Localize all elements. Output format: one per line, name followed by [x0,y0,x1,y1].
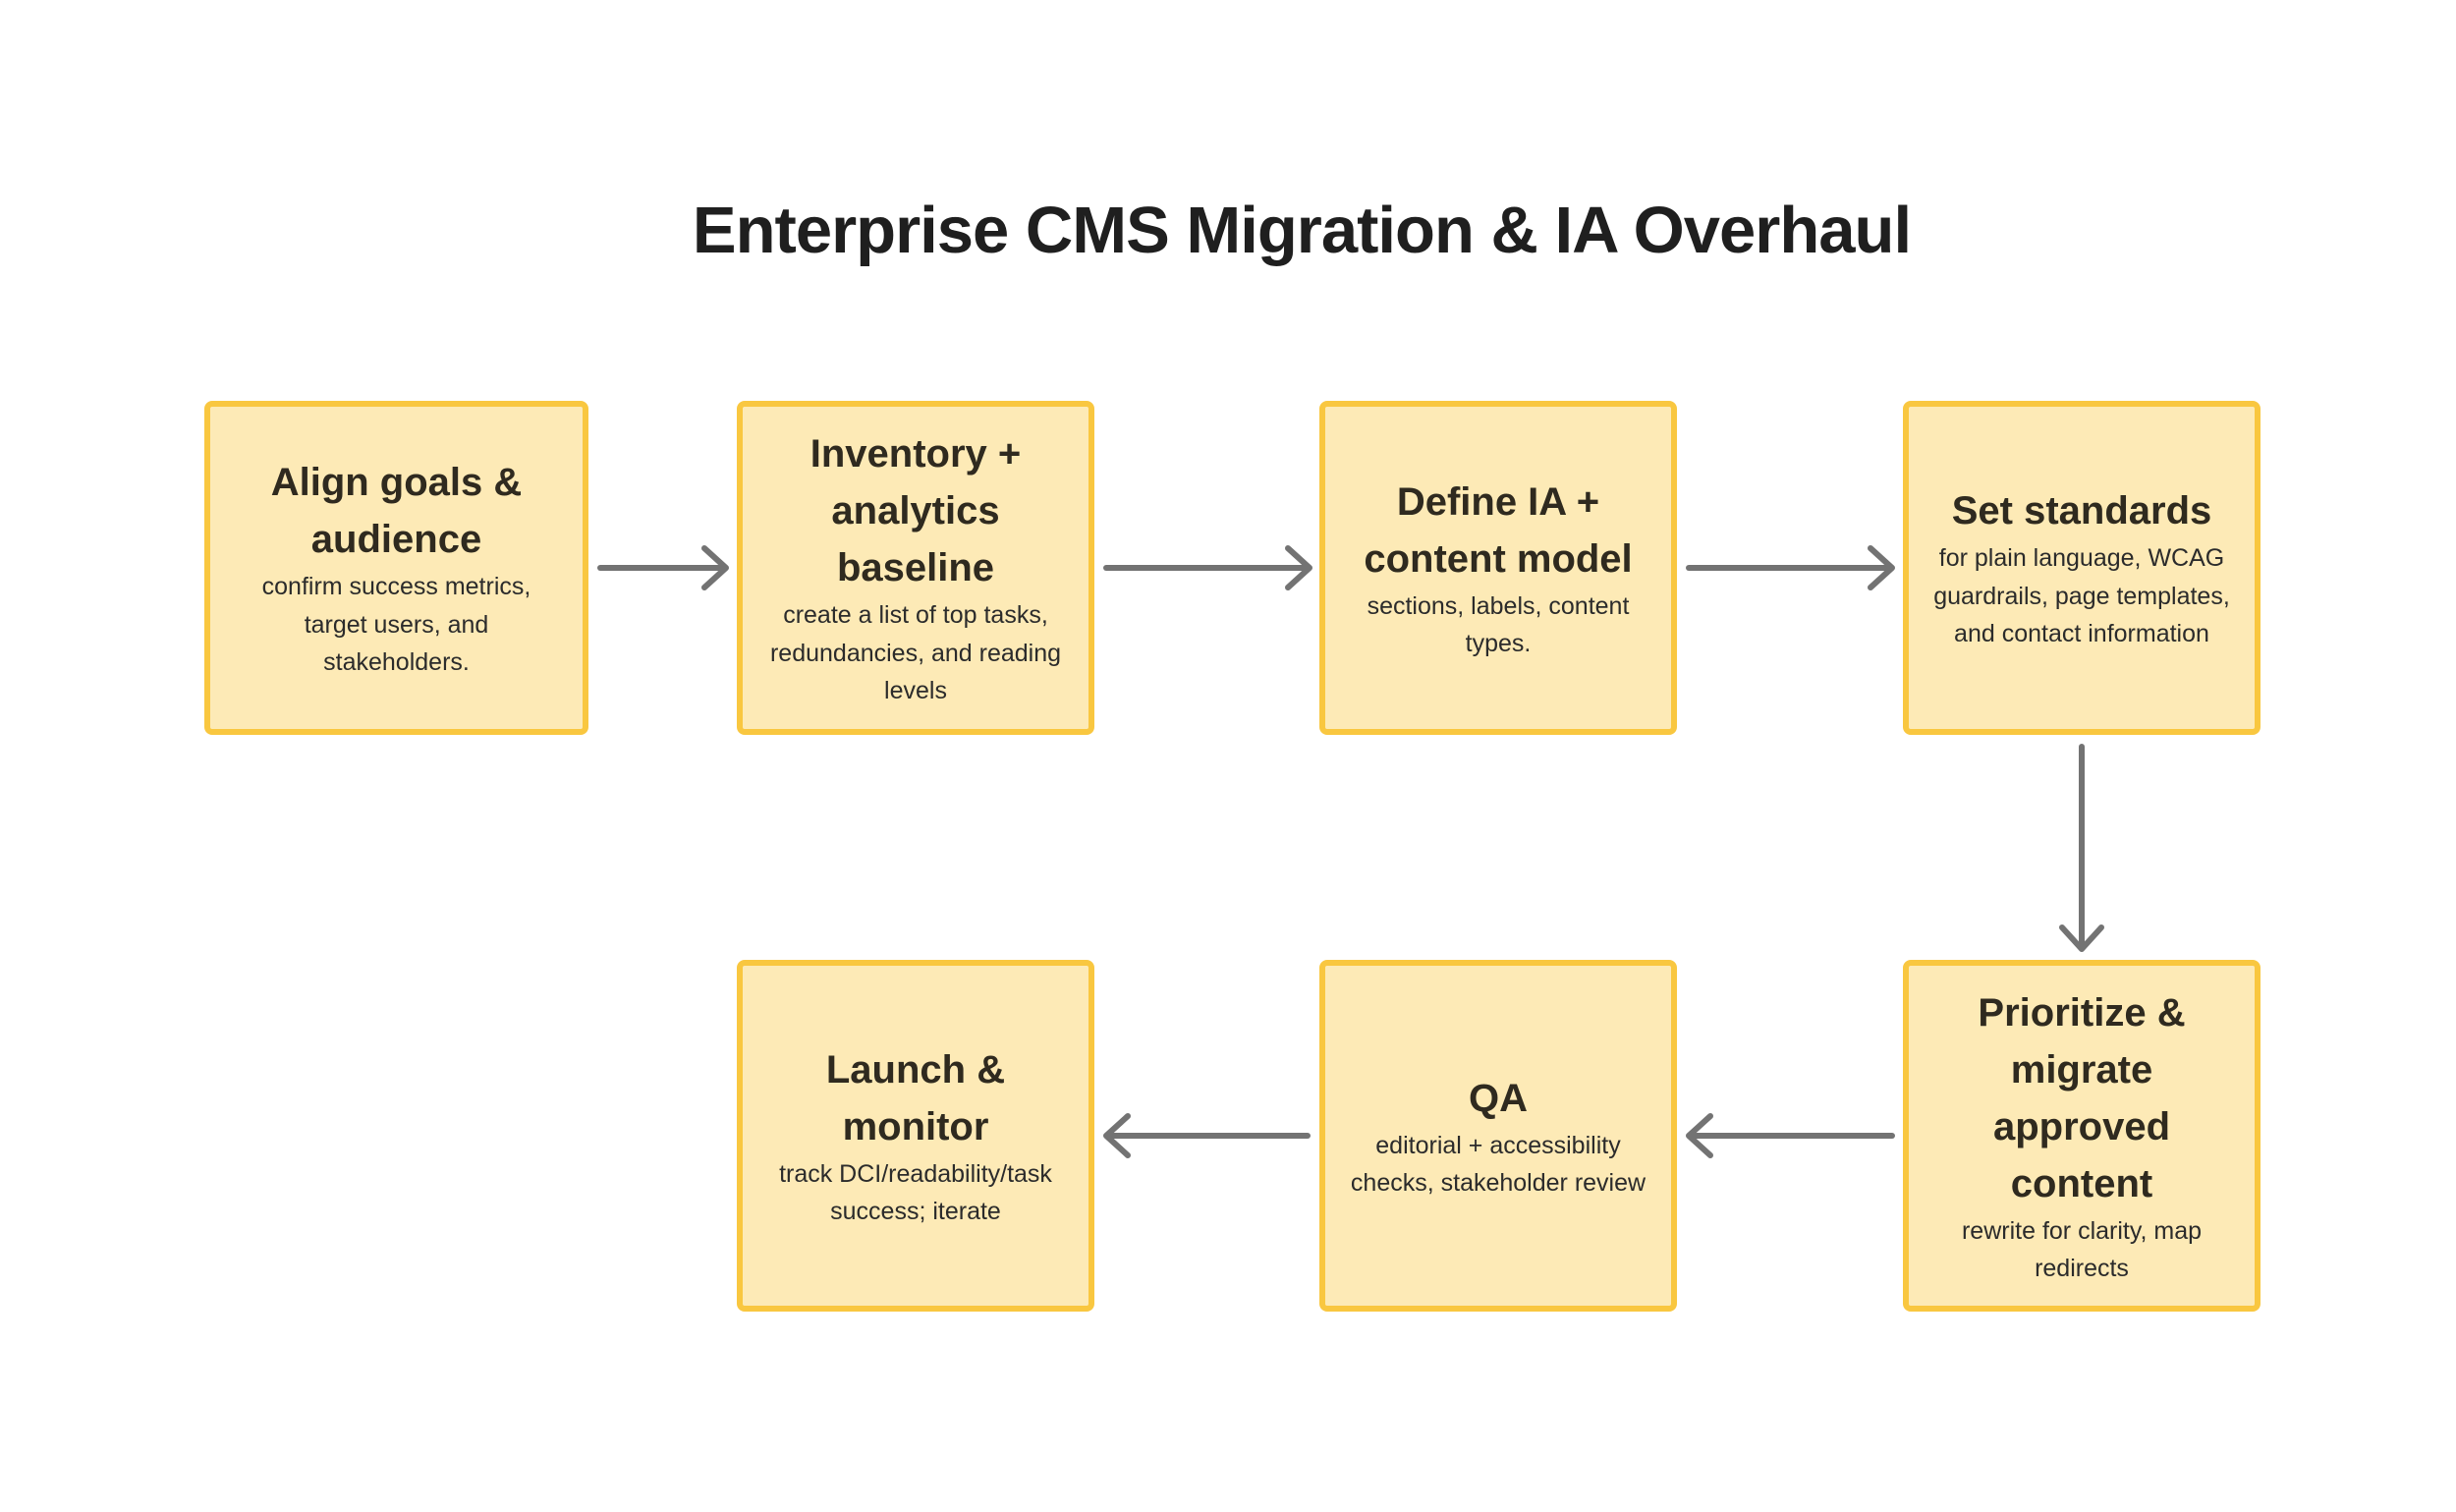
step-description: track DCI/readability/task success; iter… [779,1159,1052,1226]
step-inventory-baseline: Inventory + analytics baseline create a … [737,401,1094,735]
arrow-step5-to-step6 [1686,1113,1895,1158]
step-define-ia: Define IA + content model sections, labe… [1319,401,1677,735]
step-title: QA [1469,1076,1528,1120]
arrow-step2-to-step3 [1103,545,1312,590]
step-description: create a list of top tasks, redundancies… [769,601,1062,705]
step-description: confirm success metrics, target users, a… [261,573,531,677]
step-set-standards: Set standards for plain language, WCAG g… [1903,401,2261,735]
step-title: Launch & monitor [825,1047,1006,1148]
diagram-title: Enterprise CMS Migration & IA Overhaul [692,194,1912,267]
step-title: Inventory + analytics baseline [809,432,1022,590]
step-description: rewrite for clarity, map redirects [1961,1216,2203,1283]
arrow-step1-to-step2 [597,545,729,590]
arrow-step4-to-step5 [2059,744,2104,952]
arrow-step3-to-step4 [1686,545,1895,590]
step-description: sections, labels, content types. [1367,591,1630,658]
step-title: Define IA + content model [1364,479,1633,581]
step-description: for plain language, WCAG guardrails, pag… [1933,544,2230,648]
step-title: Set standards [1951,489,2212,533]
step-title: Align goals & audience [270,461,523,562]
arrow-step6-to-step7 [1103,1113,1311,1158]
step-description: editorial + accessibility checks, stakeh… [1350,1131,1647,1198]
step-qa: QA editorial + accessibility checks, sta… [1319,960,1677,1312]
step-align-goals: Align goals & audience confirm success m… [204,401,588,735]
step-prioritize-migrate: Prioritize & migrate approved content re… [1903,960,2261,1312]
step-launch-monitor: Launch & monitor track DCI/readability/t… [737,960,1094,1312]
step-title: Prioritize & migrate approved content [1978,990,2186,1205]
